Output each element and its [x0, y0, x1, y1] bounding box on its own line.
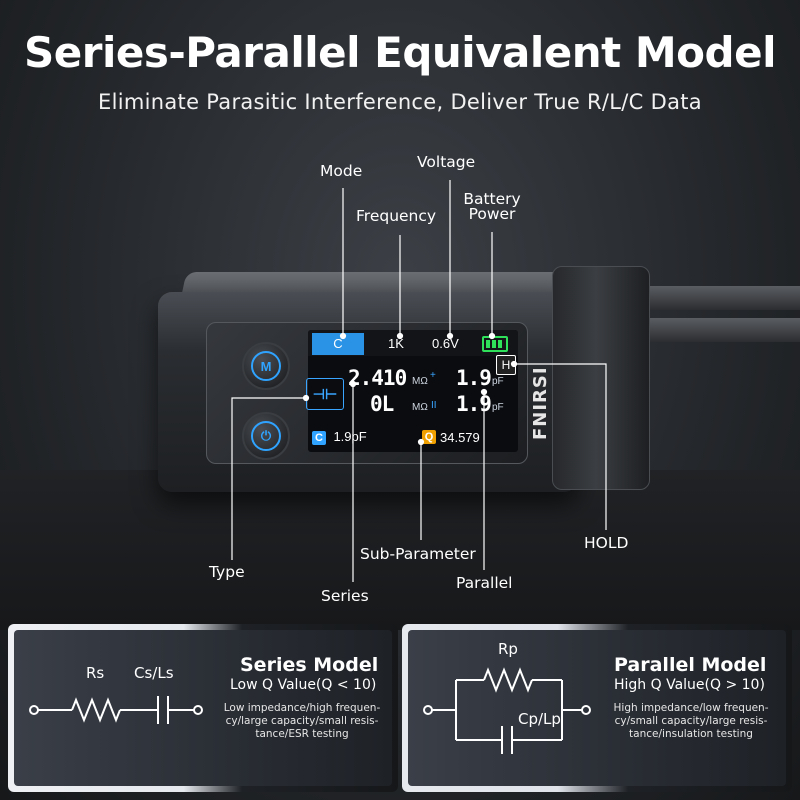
hold-line: [514, 363, 607, 530]
battery-dot: [488, 332, 496, 340]
q-badge: Q: [422, 430, 436, 444]
cable-lower: [640, 318, 800, 342]
series-secondary-value: 0L: [370, 392, 394, 416]
series-terminal-right: [193, 705, 203, 715]
callout-sub-parameter: Sub-Parameter: [360, 545, 476, 563]
callout-lines: [231, 332, 607, 560]
battery-icon: [482, 336, 508, 352]
c-badge: C: [312, 431, 326, 445]
mode-dot: [339, 332, 347, 340]
mode-icon: M: [251, 351, 281, 381]
series-label-csls: Cs/Ls: [134, 664, 174, 682]
series-primary-value: 2.410: [348, 366, 407, 390]
parallel-q-text: High Q Value(Q > 10): [614, 677, 765, 693]
callout-mode: Mode: [320, 162, 363, 180]
parallel-primary-value: 1.9: [456, 366, 492, 390]
callout-series: Series: [321, 587, 369, 605]
series-sign-plus: +: [430, 370, 436, 381]
q-value: 34.579: [440, 430, 480, 445]
product-stage: M ⏻ C 1K 0.6V 2.410 MΩ + 0L MΩ II 1.9 pF…: [0, 153, 800, 630]
parallel-label-rp: Rp: [498, 640, 518, 658]
series-dot: [349, 380, 357, 388]
parallel-circuit-diagram: [423, 667, 591, 754]
series-secondary-unit: MΩ: [412, 402, 428, 413]
series-resistor: [71, 697, 121, 723]
callout-battery-line1: Battery: [463, 190, 521, 208]
parallel-terminal-right: [581, 705, 591, 715]
page-title: Series-Parallel Equivalent Model: [24, 28, 776, 77]
callout-battery-line2: Power: [468, 205, 516, 223]
parallel-description: High impedance/low frequen- cy/small cap…: [598, 702, 784, 741]
callout-hold: HOLD: [584, 534, 629, 552]
callout-voltage: Voltage: [417, 153, 476, 171]
probe-cap: [552, 266, 650, 490]
series-q-text: Low Q Value(Q < 10): [230, 677, 377, 693]
parallel-secondary-unit: pF: [492, 402, 504, 413]
sub-parameter-dot: [417, 438, 425, 446]
parallel-primary-unit: pF: [492, 376, 504, 387]
series-desc-line3: tance/ESR testing: [255, 728, 349, 740]
series-model-title: Series Model: [240, 654, 379, 676]
mode-button[interactable]: M: [242, 342, 290, 390]
series-model-panel: Rs Cs/Ls Series Model Low Q Value(Q < 10…: [8, 624, 398, 792]
parallel-label-cplp: Cp/Lp: [518, 710, 561, 728]
series-panel-inner: [14, 630, 392, 786]
parallel-model-panel: Rp Cp/Lp Parallel Model High Q Value(Q >…: [402, 624, 792, 792]
series-desc-line1: Low impedance/high frequen-: [223, 702, 381, 714]
page-subtitle: Eliminate Parasitic Interference, Delive…: [98, 90, 702, 114]
callout-battery: Battery Power: [460, 190, 524, 223]
parallel-resistor: [483, 667, 533, 693]
callout-frequency: Frequency: [356, 207, 437, 225]
capacitor-type-icon: ⊣⊢: [306, 378, 344, 410]
series-sign-parallel: II: [431, 400, 437, 411]
series-circuit-diagram: [29, 696, 203, 724]
series-primary-unit: MΩ: [412, 376, 428, 387]
c-value: 1.9pF: [333, 429, 367, 444]
callout-parallel: Parallel: [456, 574, 513, 592]
callout-type: Type: [209, 563, 245, 581]
series-label-rs: Rs: [86, 664, 105, 682]
voltage-indicator: 0.6V: [432, 336, 459, 351]
table-surface: [0, 470, 800, 630]
parallel-model-title: Parallel Model: [614, 654, 767, 676]
parallel-terminal-left: [423, 705, 433, 715]
mode-indicator: C: [312, 333, 364, 355]
type-dot: [302, 394, 310, 402]
power-button[interactable]: ⏻: [242, 412, 290, 460]
series-description: Low impedance/high frequen- cy/large cap…: [212, 702, 392, 741]
series-terminal-left: [29, 705, 39, 715]
parallel-panel-inner: [408, 630, 786, 786]
power-icon: ⏻: [251, 421, 281, 451]
parallel-dot: [480, 388, 488, 396]
cable-upper: [640, 286, 800, 310]
parallel-desc-line3: tance/insulation testing: [629, 728, 753, 740]
parallel-secondary-value: 1.9: [456, 392, 492, 416]
parallel-desc-line2: cy/small capacity/large resis-: [614, 715, 768, 727]
parallel-desc-line1: High impedance/low frequen-: [613, 702, 769, 714]
frequency-dot: [396, 332, 404, 340]
series-desc-line2: cy/large capacity/small resis-: [225, 715, 379, 727]
voltage-dot: [446, 332, 454, 340]
type-line: [231, 397, 306, 560]
frequency-indicator: 1K: [388, 336, 404, 351]
hold-dot: [510, 360, 518, 368]
sub-parameter-bar: C 1.9pF Q 34.579: [312, 428, 514, 450]
